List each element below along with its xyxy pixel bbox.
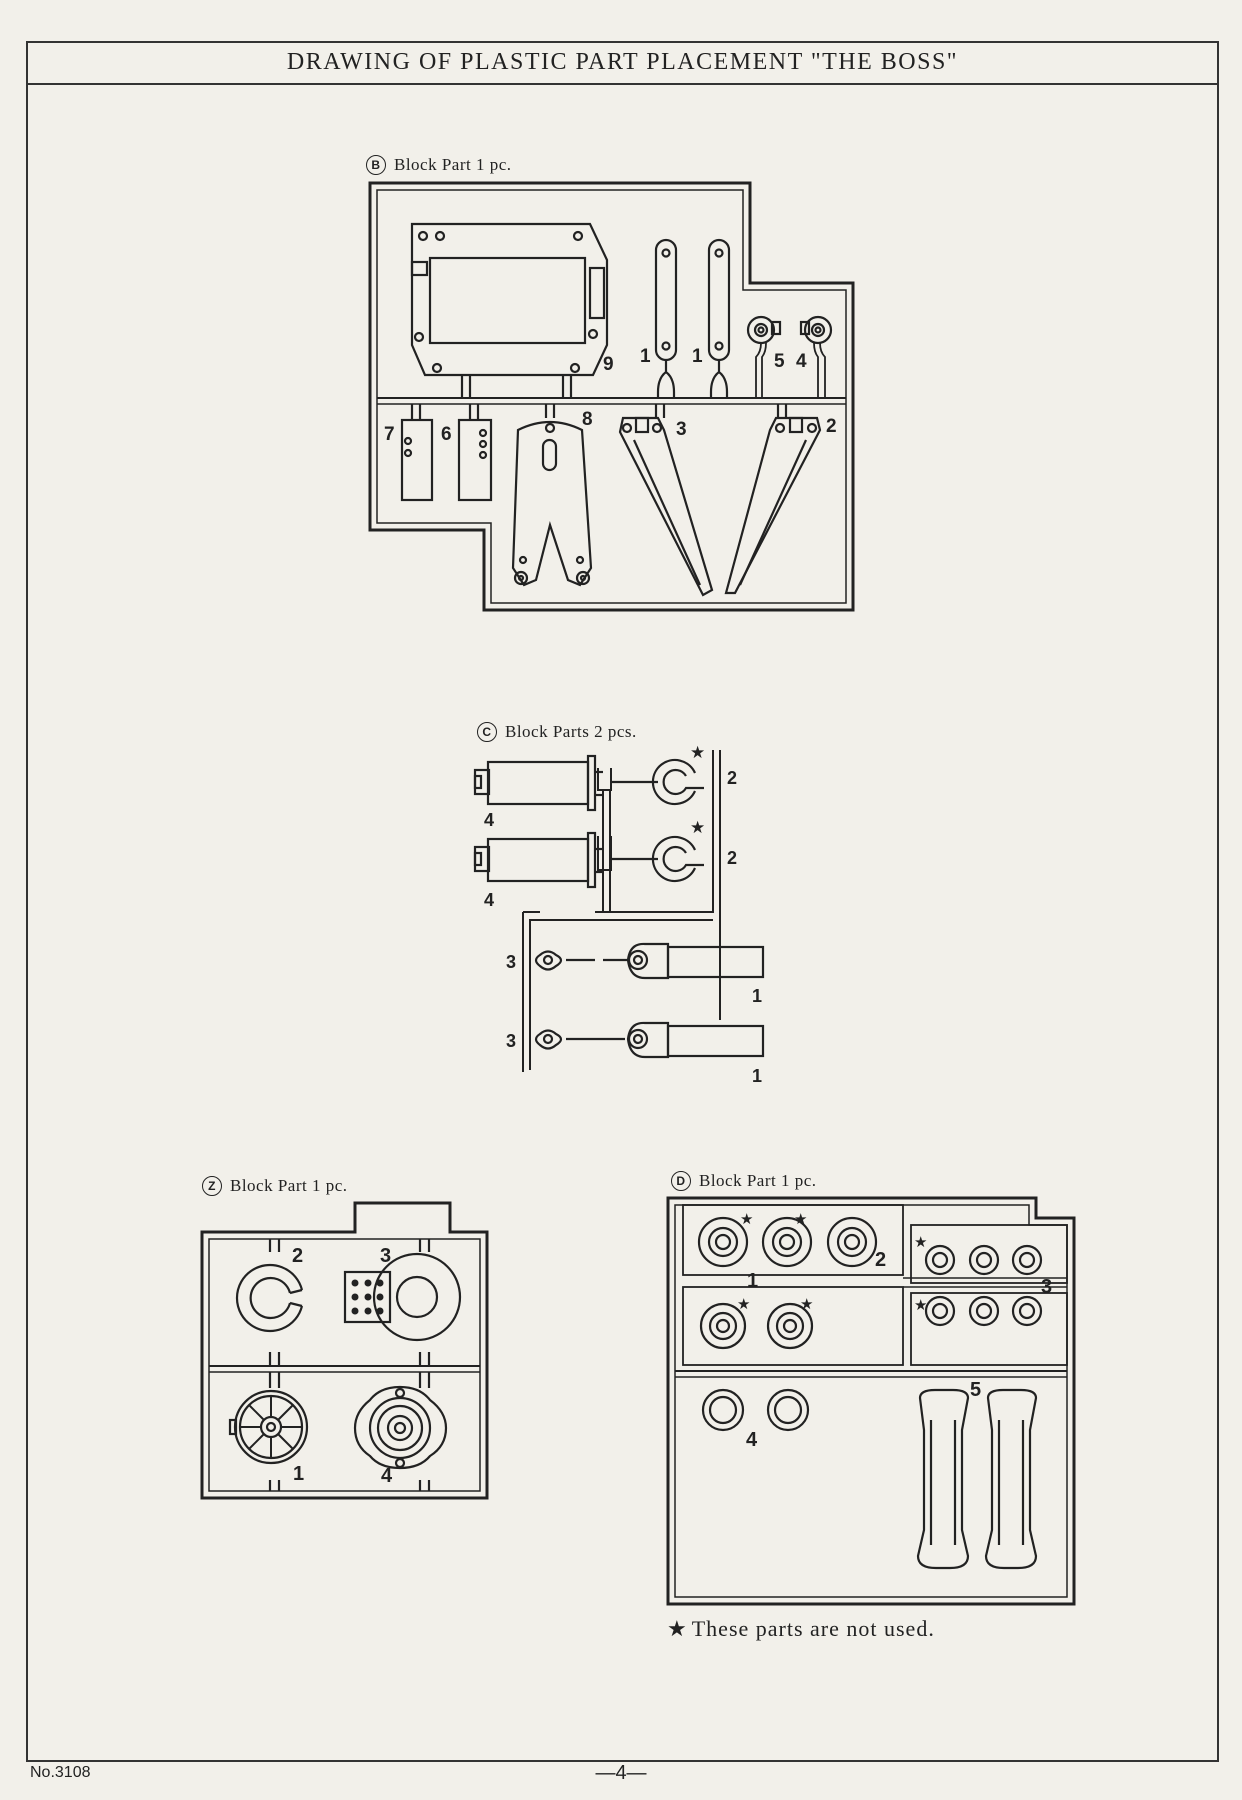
block-b-label-3: 3 — [676, 419, 687, 440]
block-z-labels: 2 3 1 4 — [292, 1245, 393, 1487]
title-bar: DRAWING OF PLASTIC PART PLACEMENT "THE B… — [28, 43, 1217, 85]
block-d-part-4 — [701, 1388, 810, 1432]
block-b-label-1a: 1 — [640, 346, 651, 367]
star-icon: ★ — [914, 1234, 927, 1251]
block-b-part-9 — [410, 222, 609, 398]
block-c-caption-text: Block Parts 2 pcs. — [505, 722, 637, 741]
block-d-label-4: 4 — [746, 1429, 758, 1451]
model-number: No.3108 — [30, 1764, 91, 1781]
block-d-part-5 — [916, 1388, 1038, 1570]
block-z-label-3: 3 — [380, 1245, 391, 1267]
star-icon: ★ — [740, 1211, 753, 1228]
block-b-labels: 9 1 1 5 4 7 6 8 3 2 — [384, 346, 837, 445]
block-b-caption: B Block Part 1 pc. — [366, 155, 512, 175]
page-title: DRAWING OF PLASTIC PART PLACEMENT "THE B… — [286, 49, 959, 75]
block-c-part-3-top — [534, 950, 595, 971]
block-b-part-6 — [457, 404, 493, 502]
block-c-part-1-bottom — [626, 1021, 765, 1059]
block-z-part-1 — [228, 1389, 309, 1465]
block-d-labels: 2 1 3 5 4 — [746, 1249, 1052, 1451]
block-b-label-9: 9 — [603, 354, 614, 375]
block-b-label-7: 7 — [384, 424, 395, 445]
block-d-label-1: 1 — [747, 1270, 758, 1292]
block-d-part-3-rows — [924, 1244, 1043, 1327]
block-z-part-2 — [235, 1263, 304, 1333]
block-b-label-8: 8 — [582, 409, 593, 430]
unused-parts-note-text: These parts are not used. — [691, 1616, 935, 1641]
block-z-caption: Z Block Part 1 pc. — [202, 1176, 348, 1196]
circled-letter-z-icon: Z — [202, 1176, 222, 1196]
circled-letter-c-icon: C — [477, 722, 497, 742]
block-b-part-7 — [400, 404, 434, 502]
block-b-label-1b: 1 — [692, 346, 703, 367]
star-icon: ★ — [794, 1211, 807, 1228]
block-d-part-2-row — [697, 1216, 878, 1268]
block-z-label-1: 1 — [293, 1463, 304, 1485]
block-c-part-4-bottom — [473, 831, 603, 889]
block-b-part-1-right — [707, 238, 731, 398]
block-c-labels: 2 2 4 4 3 3 1 1 — [484, 768, 762, 1086]
unused-parts-note: ★These parts are not used. — [667, 1616, 935, 1642]
block-c-part-2-bottom — [610, 835, 704, 883]
star-icon: ★ — [914, 1297, 927, 1314]
block-b-label-6: 6 — [441, 424, 452, 445]
block-c-part-3-bottom — [534, 1029, 625, 1050]
star-icon: ★ — [737, 1296, 750, 1313]
block-b-part-2 — [724, 404, 822, 595]
block-c-stars: ★ ★ — [690, 743, 705, 837]
block-c-label-4b: 4 — [484, 890, 494, 910]
block-b-part-4 — [799, 315, 833, 398]
block-c-part-1-top — [603, 942, 765, 980]
block-c-label-4a: 4 — [484, 810, 494, 830]
block-c-sprue — [522, 750, 721, 1072]
page-number: —4— — [595, 1762, 647, 1784]
block-c-label-1a: 1 — [752, 986, 762, 1006]
block-c-label-3a: 3 — [506, 952, 516, 972]
block-c-part-4-top — [473, 754, 603, 812]
block-b-part-5 — [746, 315, 782, 398]
block-d-caption-text: Block Part 1 pc. — [699, 1171, 817, 1190]
block-b-part-3 — [618, 404, 714, 597]
block-c-label-3b: 3 — [506, 1031, 516, 1051]
block-d-caption: D Block Part 1 pc. — [671, 1171, 817, 1191]
block-d-label-5: 5 — [970, 1379, 981, 1401]
block-d-part-1-row — [699, 1302, 814, 1350]
circled-letter-b-icon: B — [366, 155, 386, 175]
star-icon: ★ — [667, 1616, 688, 1641]
block-c-label-1b: 1 — [752, 1066, 762, 1086]
block-c-part-2-top — [610, 758, 704, 806]
block-d-sprue — [666, 1196, 1076, 1606]
block-z-part-3 — [343, 1252, 462, 1342]
star-icon: ★ — [690, 743, 705, 762]
block-b-caption-text: Block Part 1 pc. — [394, 155, 512, 174]
block-z-label-4: 4 — [381, 1465, 393, 1487]
block-c-label-2a: 2 — [727, 768, 737, 788]
page-frame: DRAWING OF PLASTIC PART PLACEMENT "THE B… — [26, 41, 1219, 1762]
star-icon: ★ — [800, 1296, 813, 1313]
block-z-label-2: 2 — [292, 1245, 303, 1267]
block-d-stars: ★ ★ ★ ★ ★ ★ — [737, 1211, 927, 1314]
block-z-part-4 — [353, 1385, 448, 1470]
block-b-label-2: 2 — [826, 416, 837, 437]
circled-letter-d-icon: D — [671, 1171, 691, 1191]
star-icon: ★ — [690, 818, 705, 837]
block-d-label-3: 3 — [1041, 1276, 1052, 1298]
block-b-sprue — [368, 181, 855, 612]
block-b-part-1-left — [654, 238, 678, 398]
block-b-label-5: 5 — [774, 351, 785, 372]
block-c-label-2b: 2 — [727, 848, 737, 868]
block-z-caption-text: Block Part 1 pc. — [230, 1176, 348, 1195]
block-c-caption: C Block Parts 2 pcs. — [477, 722, 637, 742]
block-b-label-4: 4 — [796, 351, 807, 372]
block-z-sprue — [200, 1201, 489, 1500]
block-b-part-8 — [511, 404, 593, 587]
block-d-label-2: 2 — [875, 1249, 886, 1271]
